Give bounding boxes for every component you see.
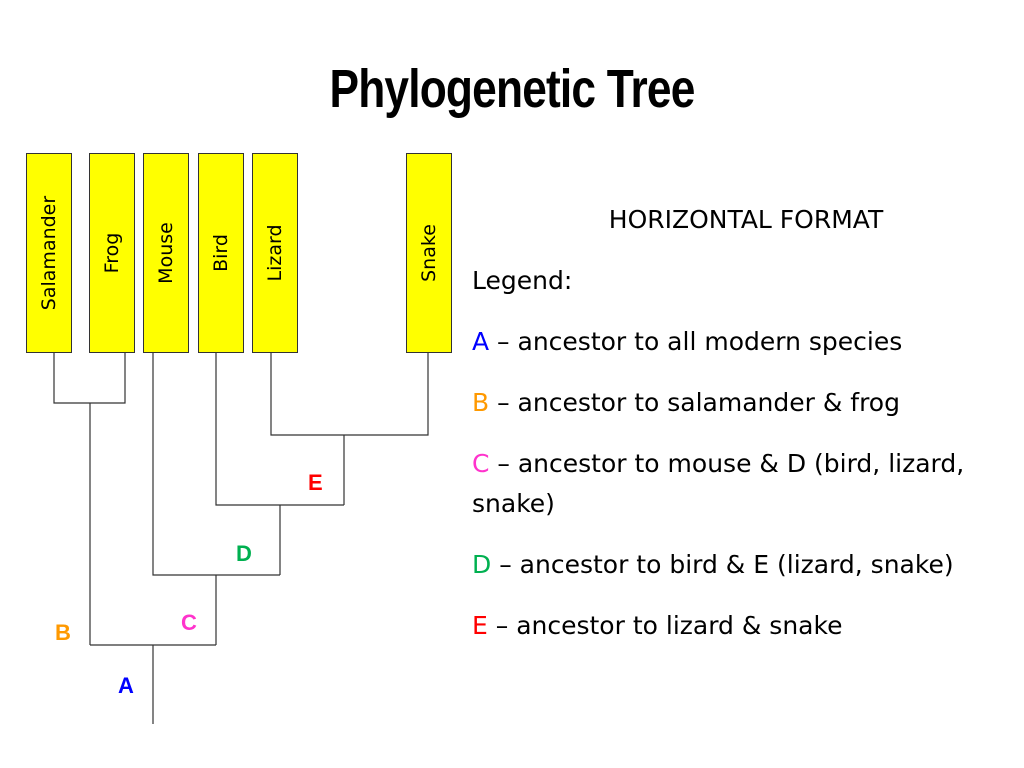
node-label-c: C xyxy=(181,610,197,635)
species-label: Salamander xyxy=(38,195,60,311)
legend-letter: E xyxy=(472,611,488,640)
legend-text: – ancestor to mouse & D (bird, lizard, s… xyxy=(472,449,965,518)
legend-entry-b: B – ancestor to salamander & frog xyxy=(472,383,1012,423)
species-label: Mouse xyxy=(155,222,177,284)
species-label: Lizard xyxy=(264,224,286,282)
species-box-lizard: Lizard xyxy=(252,153,298,353)
species-box-frog: Frog xyxy=(89,153,135,353)
legend-caption: Legend: xyxy=(472,266,573,295)
legend-letter: C xyxy=(472,449,490,478)
node-label-e: E xyxy=(308,470,323,495)
legend-text: – ancestor to salamander & frog xyxy=(489,388,900,417)
branch-bird-e xyxy=(215,353,344,506)
legend-entry-c: C – ancestor to mouse & D (bird, lizard,… xyxy=(472,444,1012,524)
legend-entry-e: E – ancestor to lizard & snake xyxy=(472,606,1012,646)
legend-heading: HORIZONTAL FORMAT xyxy=(608,205,884,234)
branch-salamander-frog xyxy=(53,353,126,404)
legend-letter: B xyxy=(472,388,490,417)
legend-entry-a: A – ancestor to all modern species xyxy=(472,322,1012,362)
legend-text: – ancestor to bird & E (lizard, snake) xyxy=(491,550,954,579)
page-title: Phylogenetic Tree xyxy=(329,59,695,119)
legend-entry-d: D – ancestor to bird & E (lizard, snake) xyxy=(472,545,1012,585)
branch-lizard-snake xyxy=(270,353,429,436)
species-box-mouse: Mouse xyxy=(143,153,189,353)
species-box-bird: Bird xyxy=(198,153,244,353)
node-label-a: A xyxy=(118,673,134,698)
legend-letter: D xyxy=(472,550,492,579)
node-label-b: B xyxy=(55,620,71,645)
legend-panel: HORIZONTAL FORMAT Legend: A – ancestor t… xyxy=(472,200,1012,667)
legend-text: – ancestor to lizard & snake xyxy=(487,611,843,640)
legend-text: – ancestor to all modern species xyxy=(489,327,903,356)
species-box-snake: Snake xyxy=(406,153,452,353)
legend-letter: A xyxy=(472,327,490,356)
species-label: Snake xyxy=(418,224,440,282)
species-label: Frog xyxy=(101,232,123,274)
species-box-salamander: Salamander xyxy=(26,153,72,353)
species-label: Bird xyxy=(210,234,232,272)
branch-mouse-d xyxy=(152,353,280,576)
node-label-d: D xyxy=(236,541,252,566)
